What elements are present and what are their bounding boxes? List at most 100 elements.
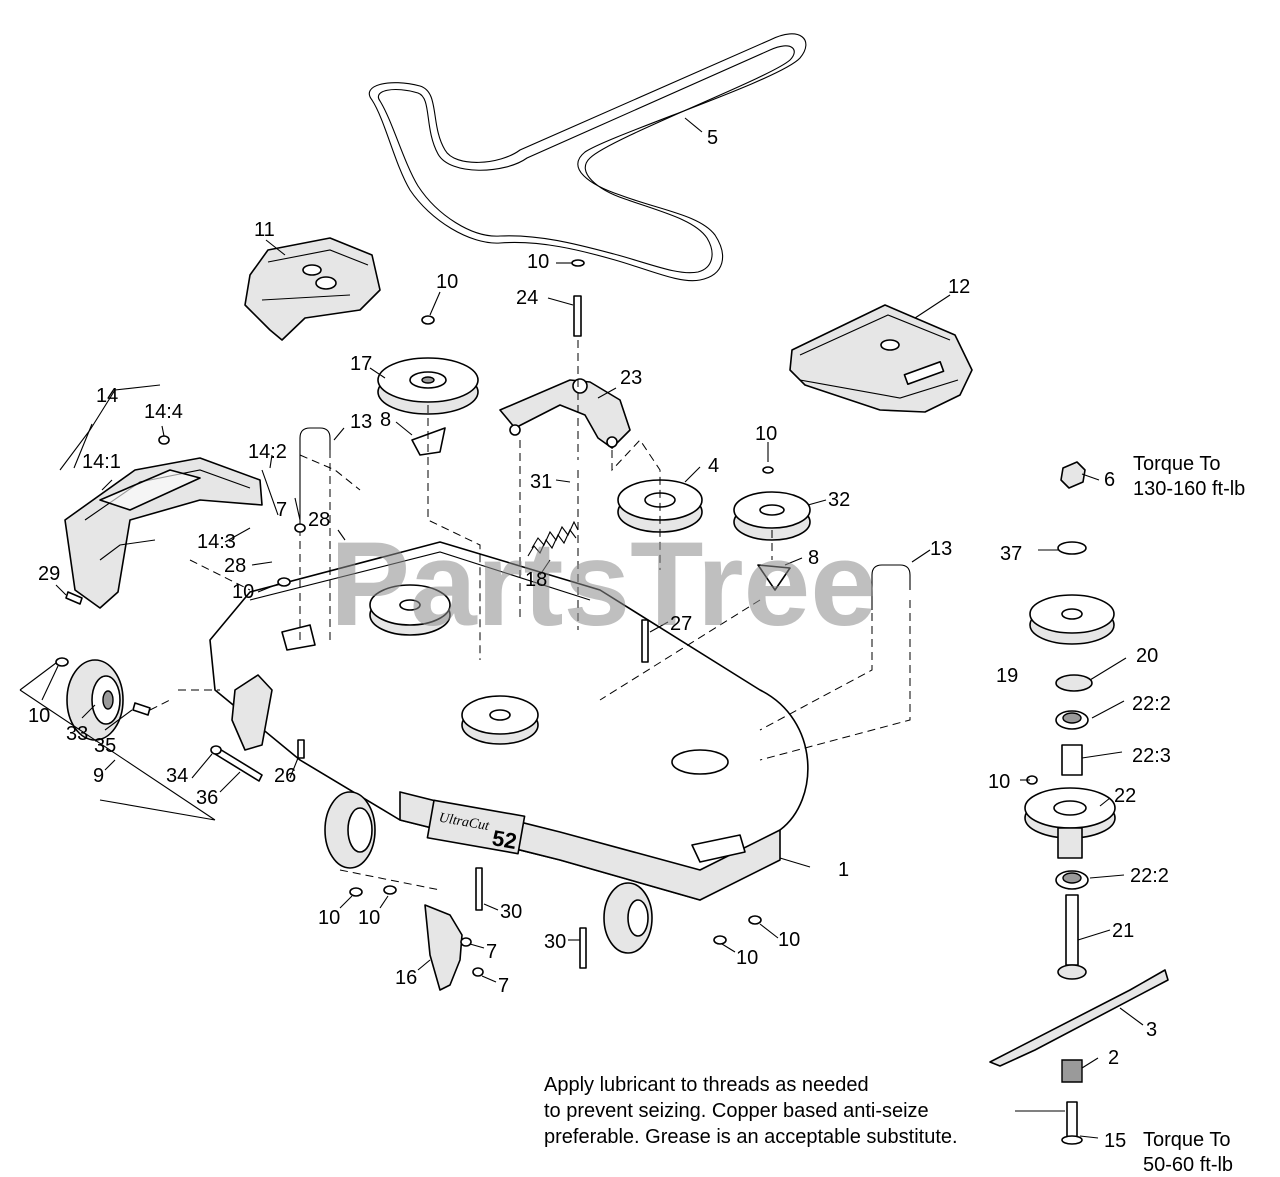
callout-8b: 8	[808, 547, 819, 569]
callout-19: 19	[996, 665, 1018, 687]
nut-10-b2	[383, 885, 397, 895]
callout-14: 14	[96, 385, 118, 407]
bolt-30b	[579, 927, 587, 969]
callout-12: 12	[948, 276, 970, 298]
callout-28a: 28	[308, 509, 330, 531]
nut-7b	[472, 967, 484, 977]
pulley-guard-8a	[411, 427, 446, 456]
callout-10i: 10	[778, 929, 800, 951]
callout-13b: 13	[930, 538, 952, 560]
lubricant-line3: preferable. Grease is an acceptable subs…	[544, 1126, 958, 1148]
callout-labels: 1 2 3 4 5 6 7 7 7 8 8 9 10 10 10 10 10 1…	[28, 127, 1171, 1152]
handle-rod-13a	[299, 427, 331, 530]
bolt-35	[132, 702, 151, 716]
nut-14-4	[158, 435, 170, 445]
bolt-29	[65, 591, 83, 605]
callout-17: 17	[350, 353, 372, 375]
callout-14-4: 14:4	[144, 401, 183, 423]
callout-35: 35	[94, 735, 116, 757]
nut-10-top	[571, 259, 585, 267]
nut-10-b5	[55, 657, 69, 667]
callout-7c: 7	[498, 975, 509, 997]
callout-14-2: 14:2	[248, 441, 287, 463]
callout-10f: 10	[318, 907, 340, 929]
callout-7a: 7	[276, 499, 287, 521]
callout-10h: 10	[736, 947, 758, 969]
lubricant-line1: Apply lubricant to threads as needed	[544, 1074, 869, 1096]
callout-4: 4	[708, 455, 719, 477]
torque-note-top: Torque To 130-160 ft-lb	[1133, 453, 1245, 500]
callout-10c: 10	[755, 423, 777, 445]
idler-arm	[499, 378, 631, 449]
callout-30b: 30	[544, 931, 566, 953]
nut-10-b6	[277, 577, 291, 587]
callout-11: 11	[254, 219, 275, 241]
nut-10-b1	[349, 887, 363, 897]
callout-26: 26	[274, 765, 296, 787]
callout-16: 16	[395, 967, 417, 989]
callout-32: 32	[828, 489, 850, 511]
anti-scalp-wheel	[66, 659, 124, 741]
idler-pulley-17	[377, 357, 479, 415]
callout-10d: 10	[232, 581, 254, 603]
washer-34	[210, 745, 222, 755]
callout-1: 1	[838, 859, 849, 881]
idler-pulley-32	[733, 491, 811, 541]
callout-22-2a: 22:2	[1132, 693, 1171, 715]
callout-27: 27	[670, 613, 692, 635]
callout-10a: 10	[527, 251, 549, 273]
nut-7a	[460, 937, 472, 947]
lubricant-line2: to prevent seizing. Copper based anti-se…	[544, 1100, 929, 1122]
nut-7c	[294, 523, 306, 533]
torque-note-bottom: Torque To 50-60 ft-lb	[1143, 1129, 1233, 1176]
leader-lines	[41, 117, 1144, 1139]
callout-18: 18	[525, 569, 547, 591]
torque-bottom-line1: Torque To	[1143, 1129, 1230, 1151]
bolt-30a	[475, 867, 483, 911]
callout-21: 21	[1112, 920, 1134, 942]
pulley-guard-8b	[757, 564, 791, 591]
nut-10-b4	[748, 915, 762, 925]
spacer-24	[573, 295, 582, 337]
callout-5: 5	[707, 127, 718, 149]
callout-30a: 30	[500, 901, 522, 923]
belt-cover-left	[244, 237, 381, 341]
torque-bottom-line2: 50-60 ft-lb	[1143, 1154, 1233, 1176]
callout-23: 23	[620, 367, 642, 389]
lubricant-note: Apply lubricant to threads as needed to …	[544, 1074, 958, 1148]
watermark: PartsTree	[330, 517, 877, 651]
bolt-27	[641, 619, 649, 663]
discharge-chute	[64, 457, 263, 609]
tension-spring	[527, 520, 579, 557]
callout-36: 36	[196, 787, 218, 809]
caster-wheel-front	[324, 791, 376, 869]
belt-cover-right	[789, 304, 973, 413]
baffle-16	[424, 904, 463, 991]
torque-top-line2: 130-160 ft-lb	[1133, 478, 1245, 500]
drive-belt	[368, 33, 807, 282]
bolt-26	[297, 739, 305, 759]
callout-29: 29	[38, 563, 60, 585]
callout-8a: 8	[380, 409, 391, 431]
callout-14-1: 14:1	[82, 451, 121, 473]
callout-34: 34	[166, 765, 188, 787]
callout-33: 33	[66, 723, 88, 745]
rod-14-2	[261, 469, 279, 516]
callout-10e: 10	[28, 705, 50, 727]
mower-deck: UltraCut 52	[209, 541, 809, 901]
idler-pulley-4	[617, 479, 703, 533]
callout-13a: 13	[350, 411, 372, 433]
callout-20: 20	[1136, 645, 1158, 667]
callout-10g: 10	[358, 907, 380, 929]
callout-10j: 10	[988, 771, 1010, 793]
callout-14-3: 14:3	[197, 531, 236, 553]
callout-24: 24	[516, 287, 538, 309]
callout-7b: 7	[486, 941, 497, 963]
callout-22-2b: 22:2	[1130, 865, 1169, 887]
callout-31: 31	[530, 471, 552, 493]
deck-size-decal: 52	[490, 825, 518, 854]
callout-37: 37	[1000, 543, 1022, 565]
torque-top-line1: Torque To	[1133, 453, 1220, 475]
callout-22-3: 22:3	[1132, 745, 1171, 767]
